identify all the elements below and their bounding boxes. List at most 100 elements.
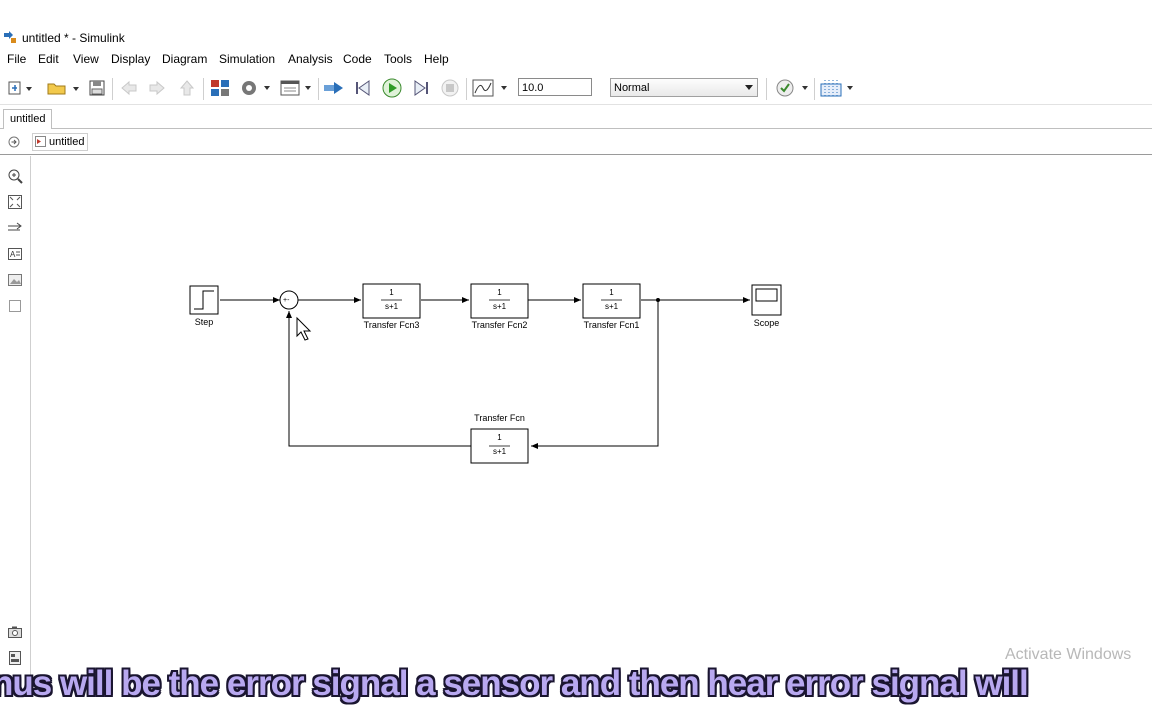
open-button[interactable] xyxy=(44,78,82,98)
tf2-numerator: 1 xyxy=(497,288,502,297)
annotation-icon[interactable]: A xyxy=(7,246,23,262)
model-browser-icon[interactable] xyxy=(7,650,23,666)
folder-icon xyxy=(47,83,79,95)
signal-feedback-to-sum xyxy=(286,311,471,447)
window-title: untitled * - Simulink xyxy=(22,31,125,45)
forward-button[interactable] xyxy=(146,78,168,98)
stop-time-input[interactable]: 10.0 xyxy=(518,78,592,96)
area-icon[interactable] xyxy=(7,298,23,314)
model-icon xyxy=(35,136,46,147)
tf3-numerator: 1 xyxy=(389,288,394,297)
stream-icon xyxy=(324,82,343,94)
step-forward-icon xyxy=(414,80,428,96)
checkmark-icon xyxy=(776,79,808,97)
simulation-mode-value: Normal xyxy=(614,82,650,94)
tf-denominator: s+1 xyxy=(492,447,507,456)
step-label: Step xyxy=(194,317,214,327)
menu-display[interactable]: Display xyxy=(111,52,151,66)
simulink-app-icon xyxy=(4,31,16,43)
play-icon xyxy=(382,78,402,98)
branch-point xyxy=(656,298,660,302)
signal-lines xyxy=(220,297,750,449)
forward-arrow-icon xyxy=(149,80,165,96)
scope-label: Scope xyxy=(753,318,780,328)
mouse-cursor-icon xyxy=(296,316,312,341)
save-button[interactable] xyxy=(87,78,107,98)
menu-analysis[interactable]: Analysis xyxy=(288,52,333,66)
tf1-numerator: 1 xyxy=(609,288,614,297)
back-button[interactable] xyxy=(118,78,140,98)
model-advisor-button[interactable] xyxy=(772,78,812,98)
camera-icon[interactable] xyxy=(7,624,23,640)
fit-to-view-icon[interactable] xyxy=(7,194,23,210)
menu-tools[interactable]: Tools xyxy=(384,52,413,66)
menu-edit[interactable]: Edit xyxy=(38,52,59,66)
library-browser-icon xyxy=(211,80,229,96)
up-button[interactable] xyxy=(176,78,198,98)
run-button[interactable] xyxy=(380,78,404,98)
signal-feedback-branch xyxy=(531,300,659,449)
signal-plot-icon xyxy=(472,79,507,97)
sum-signs: +- xyxy=(283,297,290,304)
image-icon[interactable] xyxy=(7,272,23,288)
model-settings-button[interactable] xyxy=(237,78,275,98)
chevron-down-icon xyxy=(745,85,753,90)
new-model-button[interactable] xyxy=(6,78,34,98)
arrow-right-icon[interactable] xyxy=(7,220,23,236)
transfer-fcn1-block[interactable] xyxy=(582,283,641,319)
tf3-denominator: s+1 xyxy=(384,302,399,311)
tf-numerator: 1 xyxy=(497,433,502,442)
left-palette: A xyxy=(0,156,31,676)
menu-simulation[interactable]: Simulation xyxy=(219,52,276,66)
step-back-button[interactable] xyxy=(322,78,348,98)
step-block[interactable] xyxy=(189,285,219,315)
new-model-icon xyxy=(8,81,32,95)
breadcrumb[interactable]: untitled xyxy=(32,133,89,151)
transfer-fcn3-block[interactable] xyxy=(362,283,421,319)
build-model-button[interactable] xyxy=(818,78,856,98)
tf-label: Transfer Fcn xyxy=(474,413,525,423)
tf2-denominator: s+1 xyxy=(492,302,507,311)
model-explorer-button[interactable] xyxy=(278,78,316,98)
zoom-in-icon[interactable] xyxy=(7,168,23,184)
model-tab-strip: untitled xyxy=(0,108,1152,129)
step-backward-button[interactable] xyxy=(352,78,376,98)
menu-diagram[interactable]: Diagram xyxy=(162,52,208,66)
scope-block[interactable] xyxy=(751,284,782,316)
hide-browser-icon[interactable] xyxy=(8,136,20,148)
breadcrumb-label: untitled xyxy=(49,136,85,148)
step-backward-icon xyxy=(356,80,370,96)
back-arrow-icon xyxy=(121,80,137,96)
tf1-denominator: s+1 xyxy=(604,302,619,311)
tf3-label: Transfer Fcn3 xyxy=(363,320,420,330)
step-forward-button[interactable] xyxy=(408,78,432,98)
transfer-fcn-block[interactable] xyxy=(470,428,529,464)
build-grid-icon xyxy=(820,80,853,97)
svg-text:A: A xyxy=(10,250,16,259)
stop-button[interactable] xyxy=(438,78,462,98)
simulation-mode-select[interactable]: Normal xyxy=(610,78,758,97)
activate-windows-watermark: Activate Windows xyxy=(1005,646,1132,663)
library-browser-button[interactable] xyxy=(208,78,232,98)
simulation-data-inspector-button[interactable] xyxy=(470,78,510,98)
tf1-label: Transfer Fcn1 xyxy=(583,320,640,330)
tab-untitled[interactable]: untitled xyxy=(3,109,53,129)
video-subtitle: nus will be the error signal a sensor an… xyxy=(0,664,1029,703)
transfer-fcn2-block[interactable] xyxy=(470,283,529,319)
title-bar: untitled * - Simulink xyxy=(0,28,1152,48)
tf2-label: Transfer Fcn2 xyxy=(471,320,528,330)
up-arrow-icon xyxy=(179,80,195,96)
menu-view[interactable]: View xyxy=(73,52,99,66)
model-canvas[interactable]: +- Step 1 s+1 Transfe xyxy=(31,156,1152,676)
menu-code[interactable]: Code xyxy=(343,52,372,66)
menu-bar: File Edit View Display Diagram Simulatio… xyxy=(0,49,1152,69)
toolbar xyxy=(0,72,1152,105)
block-diagram: +- xyxy=(189,283,782,464)
address-bar: untitled xyxy=(0,130,1152,155)
model-explorer-icon xyxy=(280,80,311,96)
save-icon xyxy=(89,80,105,96)
menu-file[interactable]: File xyxy=(7,52,27,66)
gear-icon xyxy=(242,81,270,95)
menu-help[interactable]: Help xyxy=(424,52,449,66)
sum-block[interactable]: +- xyxy=(279,290,299,310)
